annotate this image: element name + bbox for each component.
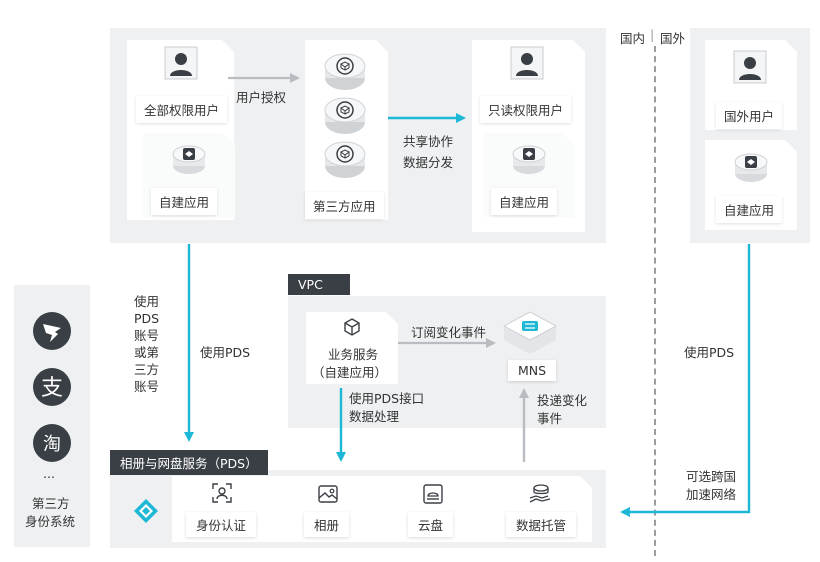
- overseas-user-avatar-icon: [733, 50, 767, 88]
- subscribe-label: 订阅变化事件: [411, 325, 487, 340]
- self-app-label-left: 自建应用: [151, 188, 218, 215]
- taobao-icon: 淘: [33, 424, 71, 466]
- overseas-user-label: 国外用户: [716, 102, 783, 129]
- user-auth-label: 用户授权: [236, 90, 287, 105]
- alipay-icon: 支: [33, 368, 71, 410]
- data-distribute-label: 数据分发: [403, 155, 454, 170]
- vpc-tab: VPC: [288, 274, 350, 295]
- cloud-drive-icon: [422, 483, 444, 509]
- cross-region-line1: 可选跨国: [686, 469, 737, 484]
- third-party-label: 第三方应用: [305, 192, 384, 219]
- mns-icon: [500, 310, 560, 362]
- third-party-disc-1: [324, 52, 366, 96]
- use-pds-right-label: 使用PDS: [684, 345, 735, 360]
- identity-label-line1: 第三方: [32, 496, 70, 511]
- cross-region-line2: 加速网络: [686, 487, 737, 502]
- identity-ellipsis: ...: [43, 466, 55, 481]
- readonly-user-avatar-icon: [510, 46, 544, 84]
- user-avatar-icon: [164, 46, 198, 80]
- album-icon: [317, 483, 339, 509]
- region-overseas-label: 国外: [660, 31, 686, 46]
- app-cube-icon-mid: [511, 140, 547, 180]
- event-label: 事件: [537, 411, 563, 426]
- album-label: 相册: [304, 512, 350, 537]
- data-process-label: 数据处理: [349, 409, 400, 424]
- svg-text:淘: 淘: [43, 434, 61, 455]
- region-domestic-label: 国内: [620, 31, 646, 46]
- overseas-self-app-label: 自建应用: [716, 196, 783, 223]
- full-user-label: 全部权限用户: [136, 96, 228, 123]
- readonly-user-label: 只读权限用户: [480, 96, 572, 123]
- third-party-disc-2: [324, 96, 366, 140]
- self-app-label-mid: 自建应用: [491, 188, 558, 215]
- id-auth-icon: [211, 482, 233, 508]
- business-service-card: [306, 312, 398, 384]
- cloud-drive-label: 云盘: [408, 512, 454, 537]
- region-separator: |: [650, 27, 655, 42]
- self-built-label: （自建应用）: [312, 365, 388, 380]
- region-divider: [654, 46, 656, 556]
- business-service-cube-icon: [343, 318, 361, 340]
- use-pds-left-label: 使用PDS: [200, 345, 251, 360]
- use-pds-api-label: 使用PDS接口: [349, 391, 425, 406]
- mns-label: MNS: [508, 360, 557, 381]
- pds-or-third-account-text: 使用 PDS 账号 或第 三方 账号: [134, 294, 160, 394]
- data-hosting-label: 数据托管: [506, 512, 577, 537]
- pds-logo-icon: [133, 498, 159, 528]
- id-auth-label: 身份认证: [186, 512, 257, 537]
- third-party-disc-3: [324, 140, 366, 184]
- data-hosting-icon: [528, 482, 552, 510]
- overseas-app-cube-icon: [733, 148, 769, 188]
- pds-tab: 相册与网盘服务（PDS）: [110, 450, 268, 475]
- dingtalk-icon: [33, 312, 71, 354]
- business-service-label: 业务服务: [328, 347, 379, 362]
- svg-text:支: 支: [41, 376, 63, 401]
- identity-label-line2: 身份系统: [25, 514, 76, 529]
- app-cube-icon: [171, 140, 207, 180]
- share-collab-label: 共享协作: [403, 134, 454, 149]
- deliver-label: 投递变化: [537, 393, 588, 408]
